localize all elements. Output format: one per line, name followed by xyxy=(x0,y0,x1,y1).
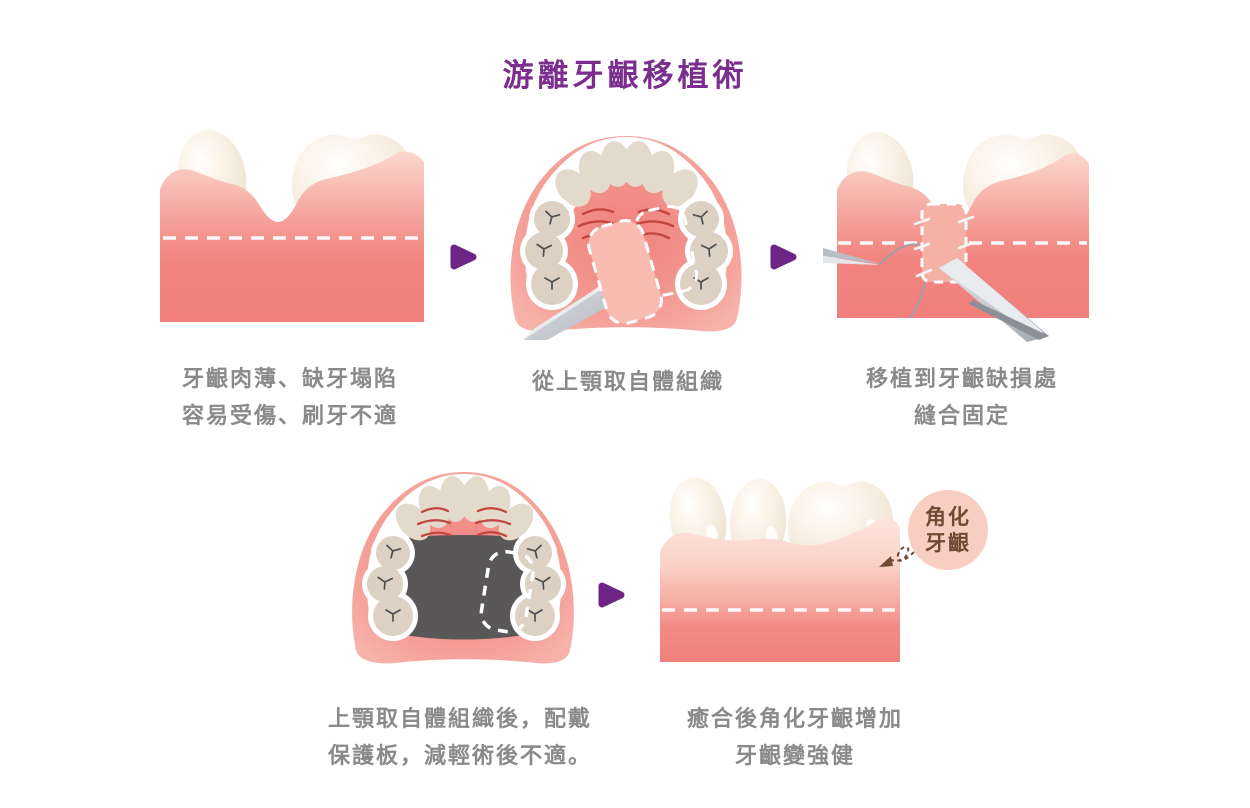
keratinized-gingiva-badge xyxy=(908,490,988,570)
step-arrow-icon xyxy=(770,244,797,270)
badge-label-line2: 牙齦 xyxy=(925,531,971,555)
suture-ticks xyxy=(913,215,975,278)
tissue-graft xyxy=(587,218,663,326)
page-title: 游離牙齦移植術 xyxy=(502,58,748,93)
suture-needle xyxy=(823,248,881,264)
step-caption: 上顎取自體組織後，配戴 保護板，減輕術後不適。 xyxy=(327,706,592,768)
step-arrow-icon xyxy=(598,582,625,608)
palatal-rugae xyxy=(416,507,512,538)
donor-site-outline xyxy=(479,549,535,634)
illustration-palate-harvest xyxy=(510,136,742,340)
illustration-protective-plate xyxy=(352,472,574,664)
step-arrow-icon xyxy=(450,244,477,270)
illustration-healed-gums: 角化 牙齦 xyxy=(660,477,988,662)
badge-pointer-arrowhead xyxy=(879,556,893,567)
step-caption: 牙齦肉薄、缺牙塌陷 容易受傷、刷牙不適 xyxy=(181,366,398,428)
badge-pointer-squiggle xyxy=(888,546,915,562)
step-caption: 癒合後角化牙齦增加 牙齦變強健 xyxy=(686,706,903,768)
illustration-thin-gums xyxy=(160,130,424,322)
badge-label-line1: 角化 xyxy=(925,505,971,529)
illustration-graft-placement xyxy=(823,132,1089,342)
step-caption: 移植到牙齦缺損處 縫合固定 xyxy=(865,366,1058,428)
step-caption: 從上顎取自體組織 xyxy=(531,369,724,394)
